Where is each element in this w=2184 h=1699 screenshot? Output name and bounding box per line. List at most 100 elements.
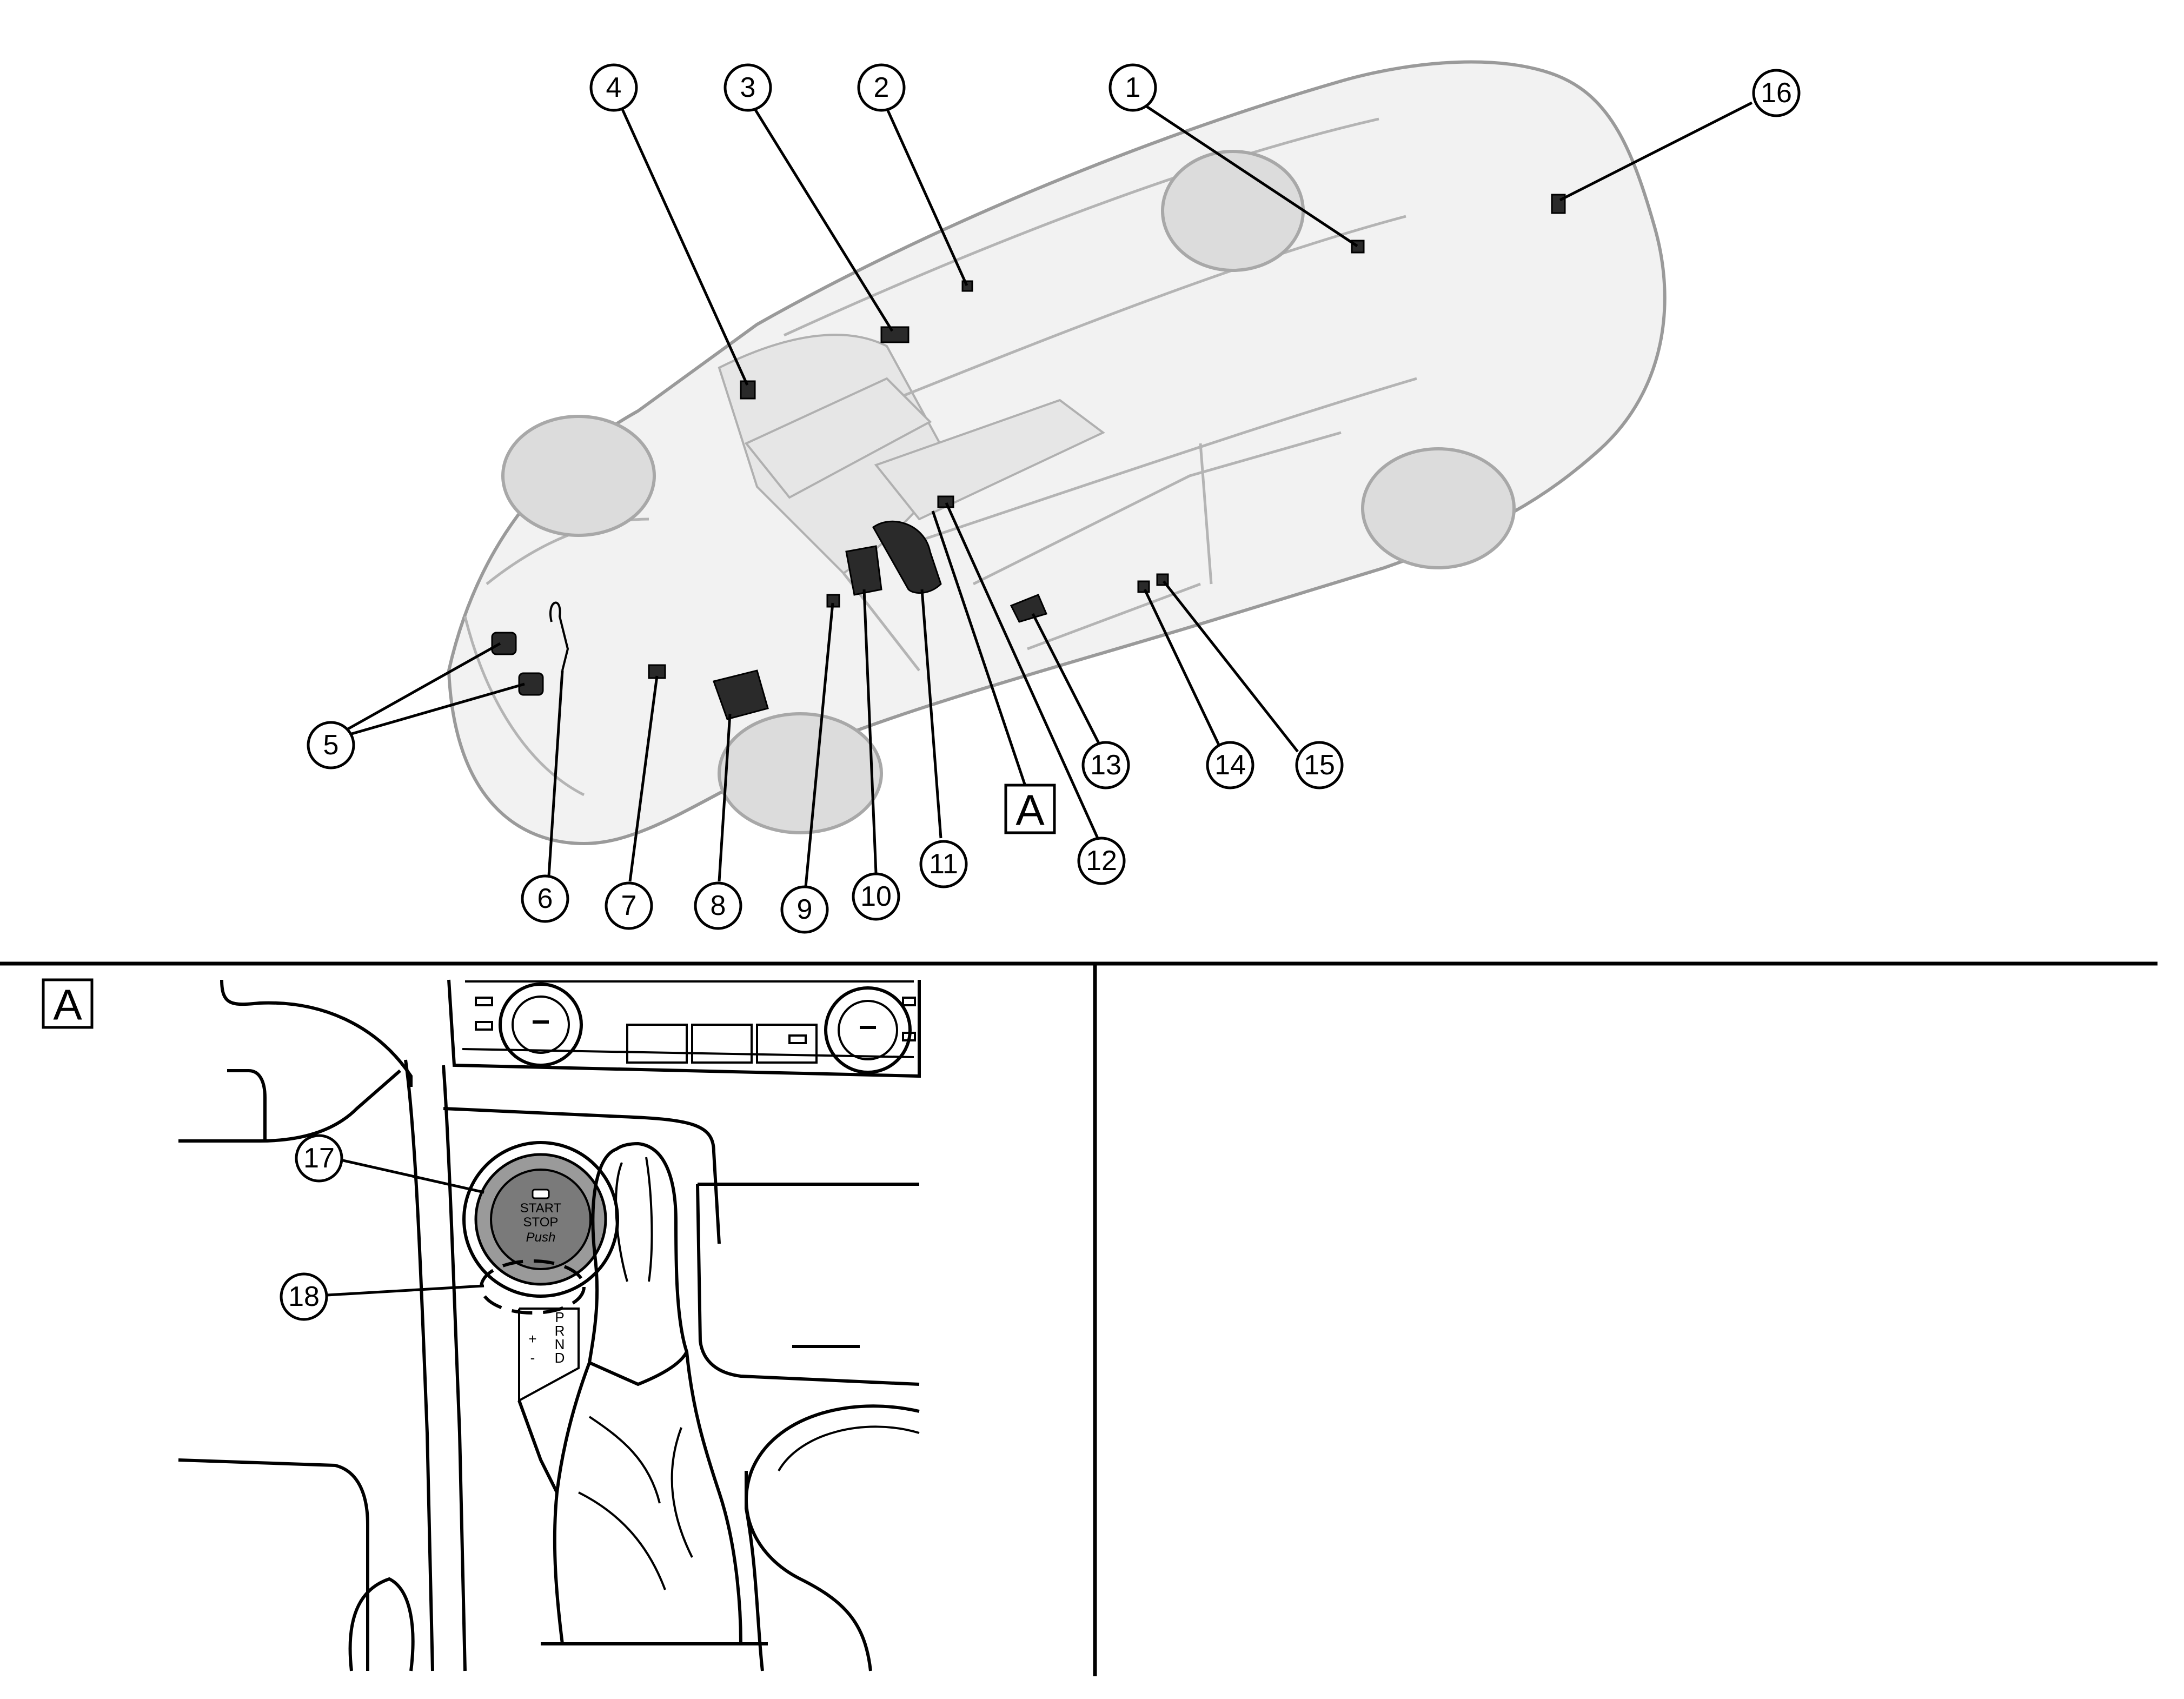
leader-5a <box>345 642 501 732</box>
svg-text:A: A <box>53 981 82 1029</box>
callout-13: 13 <box>1081 741 1130 789</box>
climate-button-2[interactable] <box>691 1024 753 1064</box>
key-icon <box>532 1189 550 1199</box>
callout-15: 15 <box>1295 741 1344 789</box>
leader-1 <box>1140 101 1358 248</box>
component-13 <box>1010 594 1048 623</box>
cup-holder-inner <box>778 1425 920 1471</box>
leader-A <box>931 510 1029 793</box>
start-stop-button[interactable]: START STOP Push <box>462 1141 619 1298</box>
svg-text:-: - <box>530 1350 535 1366</box>
climate-panel <box>447 979 921 1078</box>
component-3 <box>880 326 910 343</box>
shift-knob-highlight <box>615 1157 653 1282</box>
leader-9 <box>804 602 834 887</box>
callout-17: 17 <box>295 1134 343 1183</box>
indicator-slot-5 <box>902 1032 916 1041</box>
callout-11: 11 <box>919 840 968 888</box>
right-climate-knob-inner <box>838 1000 898 1060</box>
callout-10: 10 <box>852 872 900 921</box>
component-10 <box>845 545 882 596</box>
svg-text:7: 7 <box>621 890 637 921</box>
climate-button-3[interactable] <box>756 1024 818 1064</box>
shift-knob <box>587 1141 689 1386</box>
leader-7 <box>628 675 659 882</box>
svg-text:4: 4 <box>606 72 622 103</box>
climate-buttons <box>475 997 916 1064</box>
left-seat-contour <box>178 1458 369 1671</box>
callout-18: 18 <box>280 1272 328 1321</box>
svg-text:START: START <box>520 1201 562 1216</box>
svg-text:P: P <box>555 1309 564 1325</box>
front-left-wheel <box>501 415 656 537</box>
svg-text:8: 8 <box>711 890 726 921</box>
shift-bezel <box>517 1399 768 1645</box>
component-11 <box>872 520 942 594</box>
console-top <box>443 1107 721 1244</box>
svg-text:6: 6 <box>537 883 553 914</box>
callout-6: 6 <box>521 874 569 923</box>
leader-11 <box>920 589 942 839</box>
detail-label-box: A <box>1004 784 1056 834</box>
shift-boot <box>553 1351 743 1645</box>
component-16 <box>1551 194 1566 214</box>
svg-text:1: 1 <box>1125 72 1141 103</box>
door-lines <box>842 431 1342 672</box>
leader-16 <box>1559 101 1753 202</box>
svg-text:R: R <box>555 1323 565 1339</box>
callout-9: 9 <box>780 885 829 934</box>
rear-right-wheel <box>1361 447 1516 569</box>
svg-text:N: N <box>555 1336 565 1352</box>
svg-text:+: + <box>528 1331 536 1347</box>
front-right-wheel <box>718 712 883 834</box>
svg-text:9: 9 <box>797 894 813 925</box>
leader-15 <box>1163 580 1299 753</box>
svg-text:17: 17 <box>303 1143 335 1174</box>
svg-text:D: D <box>555 1350 565 1366</box>
component-5a <box>491 632 517 655</box>
svg-text:15: 15 <box>1304 749 1335 781</box>
shift-lever[interactable] <box>517 1141 768 1645</box>
leader-12 <box>945 502 1099 839</box>
left-climate-knob[interactable] <box>499 983 583 1067</box>
indicator-slot-1 <box>475 997 493 1006</box>
callout-16: 16 <box>1752 69 1801 117</box>
svg-text:14: 14 <box>1214 749 1246 781</box>
callout-1: 1 <box>1108 63 1157 112</box>
left-climate-knob-inner <box>512 995 570 1054</box>
component-5b <box>518 672 544 696</box>
leader-10 <box>862 589 878 874</box>
leader-8 <box>718 713 732 882</box>
svg-text:Push: Push <box>526 1230 556 1245</box>
indicator-slot-4 <box>902 997 916 1006</box>
highlight-area-18 <box>480 1259 586 1315</box>
callout-14: 14 <box>1206 741 1254 789</box>
leader-3 <box>753 107 894 332</box>
leader-14 <box>1143 588 1224 753</box>
indicator-slot-2 <box>475 1021 493 1031</box>
dash-edge <box>227 1069 267 1141</box>
leader-13 <box>1031 613 1105 753</box>
callout-5: 5 <box>307 721 355 769</box>
svg-text:16: 16 <box>1761 77 1792 109</box>
leader-6 <box>547 670 564 877</box>
climate-button-1[interactable] <box>626 1024 688 1064</box>
console-right-wall <box>745 1471 764 1671</box>
right-climate-knob[interactable] <box>824 986 912 1074</box>
component-6 <box>549 601 569 671</box>
left-seat-inner <box>348 1577 415 1671</box>
side-tray <box>696 1183 920 1386</box>
callout-3: 3 <box>723 63 772 112</box>
svg-text:5: 5 <box>323 729 339 761</box>
svg-text:11: 11 <box>929 848 958 880</box>
svg-text:A: A <box>1015 786 1045 834</box>
leader-4 <box>620 107 749 386</box>
component-2 <box>961 280 973 292</box>
component-12 <box>937 495 954 508</box>
detail-panel-label-box: A <box>42 978 94 1029</box>
svg-text:18: 18 <box>288 1281 320 1312</box>
callout-2: 2 <box>857 63 906 112</box>
callout-7: 7 <box>605 881 653 930</box>
callout-4: 4 <box>589 63 638 112</box>
